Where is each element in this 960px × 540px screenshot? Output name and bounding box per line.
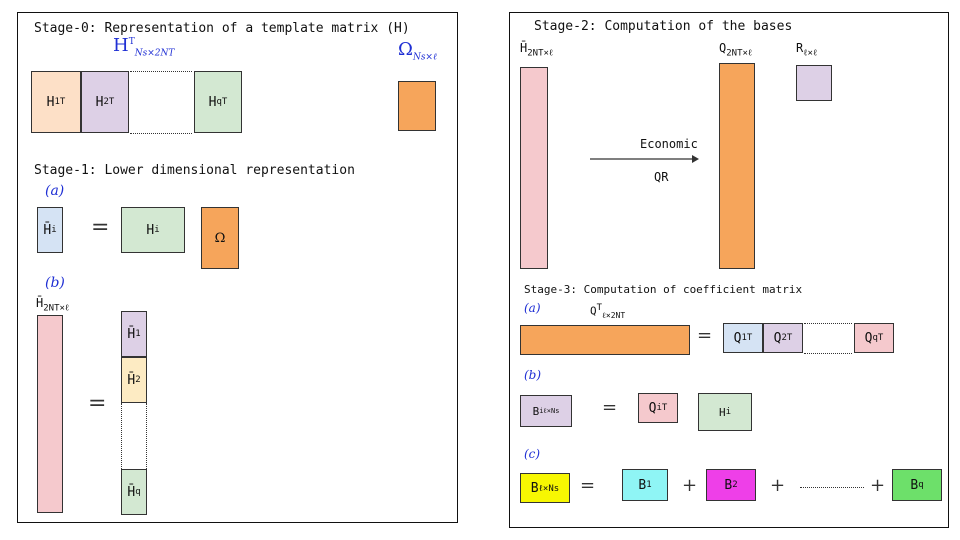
- b-dotted-line: [800, 487, 864, 488]
- q-dotted-bottom-line: [804, 353, 852, 354]
- stage1-b-equals: =: [88, 391, 107, 416]
- stage3-title: Stage-3: Computation of coefficient matr…: [524, 283, 803, 296]
- q-dotted-top-line: [804, 323, 852, 324]
- dotted-bottom-line: [130, 133, 192, 134]
- stage1-a-equals: =: [91, 215, 110, 240]
- plus-1: +: [682, 475, 698, 496]
- stage1-b-label: (b): [45, 275, 65, 291]
- qt-label: QTℓ×2NT: [590, 303, 626, 320]
- hbar2-box: H̄2: [121, 357, 147, 403]
- stage2-title: Stage-2: Computation of the bases: [534, 19, 793, 34]
- economic-qr-arrow: [590, 155, 699, 163]
- stage3-a-label: (a): [524, 301, 541, 315]
- qt-matrix-box: [520, 325, 690, 355]
- r-matrix-box: [796, 65, 832, 101]
- stage3-c-label: (c): [524, 447, 541, 461]
- stage3-c-equals: =: [580, 475, 596, 496]
- hbarq-box: H̄q: [121, 469, 147, 515]
- r-label: Rℓ×ℓ: [796, 41, 818, 59]
- arrow-head: [692, 155, 699, 163]
- right-panel: Stage-2: Computation of the bases H̄2NT×…: [509, 12, 949, 528]
- q-matrix-box: [719, 63, 755, 269]
- hbar-big-box: [37, 315, 63, 513]
- stage3-b-label: (b): [524, 368, 542, 382]
- omega-matrix-box: [398, 81, 436, 131]
- template-matrix-label: HTNs×2NT: [113, 35, 175, 59]
- stage1-a-label: (a): [45, 183, 65, 199]
- stage3-a-equals: =: [697, 325, 713, 346]
- stage1-title: Stage-1: Lower dimensional representatio…: [34, 163, 355, 178]
- hbar1-box: H̄1: [121, 311, 147, 357]
- q-label: Q2NT×ℓ: [719, 41, 753, 59]
- economic-label: Economic: [640, 137, 698, 151]
- dotted-right-vline: [146, 403, 147, 469]
- dotted-left-vline: [121, 403, 122, 469]
- plus-3: +: [870, 475, 886, 496]
- dotted-top-line: [130, 71, 192, 72]
- stage0-title: Stage-0: Representation of a template ma…: [34, 21, 410, 36]
- left-panel: Stage-0: Representation of a template ma…: [17, 12, 458, 523]
- qr-label: QR: [654, 170, 669, 184]
- stage3-b-equals: =: [602, 397, 618, 418]
- omega-label: ΩNs×ℓ: [398, 39, 437, 63]
- omega-box: Ω: [201, 207, 239, 269]
- stage2-hbar-label: H̄2NT×ℓ: [520, 41, 554, 59]
- hbar-big-label: H̄2NT×ℓ: [36, 296, 70, 314]
- stage2-hbar-box: [520, 67, 548, 269]
- hbar-i-box: H̄i: [37, 207, 63, 253]
- plus-2: +: [770, 475, 786, 496]
